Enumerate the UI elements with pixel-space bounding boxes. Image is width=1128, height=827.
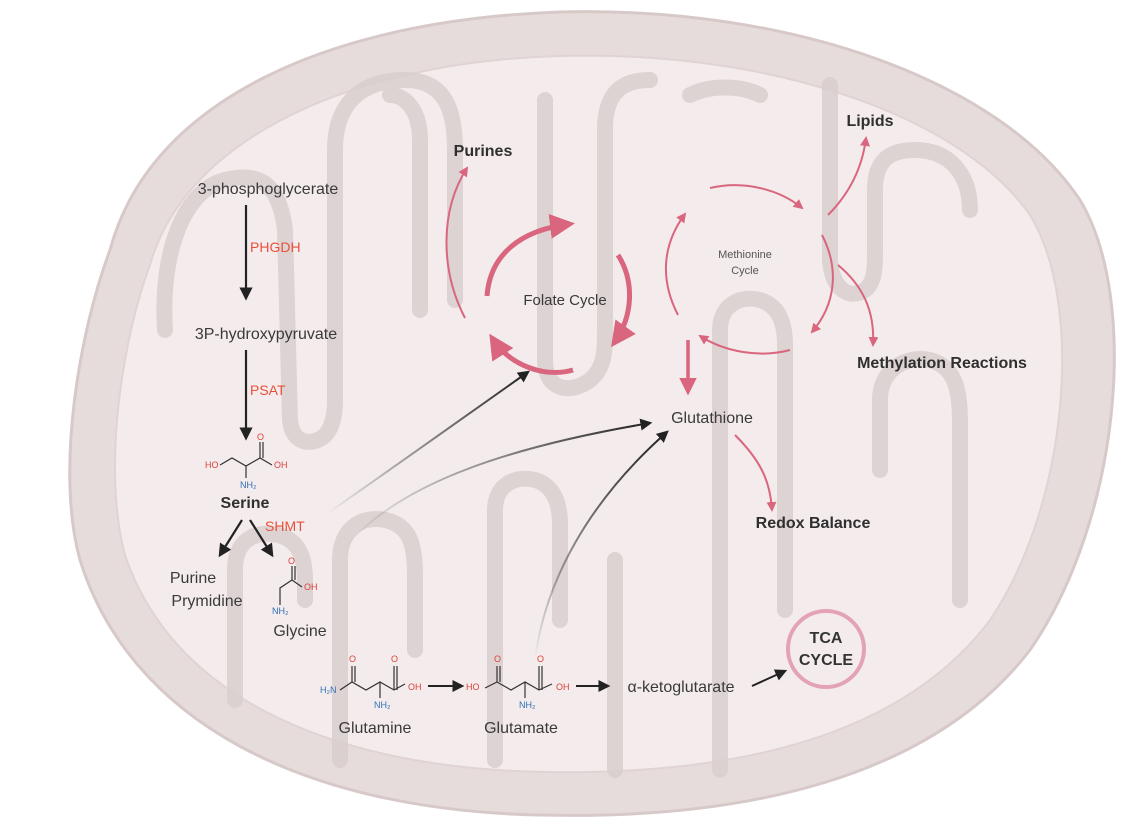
atom-glutamine-nh2: NH₂	[374, 700, 391, 710]
folate-arc-top	[484, 213, 575, 297]
methionine-arc-top	[709, 184, 804, 210]
serine-pathway: 3-phosphoglycerate PHGDH 3P-hydroxypyruv…	[170, 181, 338, 640]
atom-glutamate-o2: O	[537, 654, 544, 664]
atom-glutamine-oh: OH	[408, 682, 422, 692]
folate-arc-bottom	[489, 333, 574, 375]
label-glutamine: Glutamine	[339, 720, 412, 737]
glutamate-structure: HO O O OH NH₂	[466, 654, 570, 710]
methionine-arc-left	[664, 212, 687, 316]
label-redox-balance: Redox Balance	[756, 515, 871, 532]
glutathione-group: Glutathione Redox Balance	[671, 410, 870, 532]
atom-glycine-nh2: NH₂	[272, 606, 289, 616]
methionine-arc-bottom	[698, 334, 791, 355]
label-methylation-reactions: Methylation Reactions	[857, 355, 1027, 372]
glutamine-structure: H₂N O O OH NH₂	[320, 654, 422, 710]
atom-glutamate-o1: O	[494, 654, 501, 664]
serine-structure: HO OH O NH₂	[205, 432, 288, 490]
label-3p-hydroxypyruvate: 3P-hydroxypyruvate	[195, 326, 337, 343]
label-alpha-ketoglutarate: α-ketoglutarate	[627, 679, 734, 696]
label-3-phosphoglycerate: 3-phosphoglycerate	[198, 181, 339, 198]
arrow-serine-to-glycine	[249, 519, 274, 558]
folate-cycle: Folate Cycle Purines	[445, 143, 636, 375]
arrow-shmt-to-folate	[324, 370, 530, 516]
arrow-to-lipids	[827, 136, 870, 216]
label-purines: Purines	[454, 143, 513, 160]
label-lipids: Lipids	[846, 113, 893, 130]
cristae	[156, 72, 978, 778]
arrow-to-purines	[445, 166, 469, 319]
arrow-to-methylation	[837, 264, 879, 347]
label-psat: PSAT	[250, 382, 286, 398]
label-purine: Purine	[170, 570, 216, 587]
label-methionine-cycle: Cycle	[731, 265, 759, 277]
atom-ho: HO	[205, 460, 219, 470]
label-shmt: SHMT	[265, 518, 305, 534]
arrow-serine-to-purine	[218, 519, 243, 558]
label-glycine: Glycine	[273, 623, 326, 640]
atom-glutamine-o2: O	[391, 654, 398, 664]
folate-arc-right	[611, 253, 636, 348]
arrow-glutamate-to-glutathione	[534, 430, 669, 661]
methionine-arc-right	[810, 234, 834, 334]
arrow-akg-to-tca	[751, 669, 788, 687]
label-glutathione: Glutathione	[671, 410, 753, 427]
atom-glutamate-nh2: NH₂	[519, 700, 536, 710]
label-methionine: Methionine	[718, 249, 772, 261]
label-phgdh: PHGDH	[250, 239, 301, 255]
atom-nh2: NH₂	[240, 480, 257, 490]
atom-oh: OH	[274, 460, 288, 470]
atom-glutamate-ho: HO	[466, 682, 480, 692]
label-folate-cycle: Folate Cycle	[523, 292, 606, 309]
glycine-structure: O OH NH₂	[272, 556, 318, 616]
arrow-glycine-to-glutathione	[344, 418, 653, 549]
atom-glycine-o: O	[288, 556, 295, 566]
label-serine: Serine	[221, 495, 270, 512]
label-prymidine: Prymidine	[171, 593, 242, 610]
atom-glycine-oh: OH	[304, 582, 318, 592]
atom-glutamate-oh: OH	[556, 682, 570, 692]
label-tca: TCA	[810, 630, 843, 647]
arrow-to-redox	[734, 434, 777, 512]
atom-o: O	[257, 432, 264, 442]
methionine-cycle: Methionine Cycle Lipids Methylation Reac…	[664, 113, 1027, 396]
glutamine-pathway: H₂N O O OH NH₂ Glutamine HO O O OH NH₂ G…	[320, 654, 788, 737]
atom-glutamine-o1: O	[349, 654, 356, 664]
tca-ring	[786, 609, 866, 689]
label-glutamate: Glutamate	[484, 720, 558, 737]
label-cycle: CYCLE	[799, 652, 854, 669]
long-arrows	[324, 370, 669, 661]
tca-cycle: TCA CYCLE	[786, 609, 866, 689]
atom-glutamine-h2n: H₂N	[320, 685, 337, 695]
